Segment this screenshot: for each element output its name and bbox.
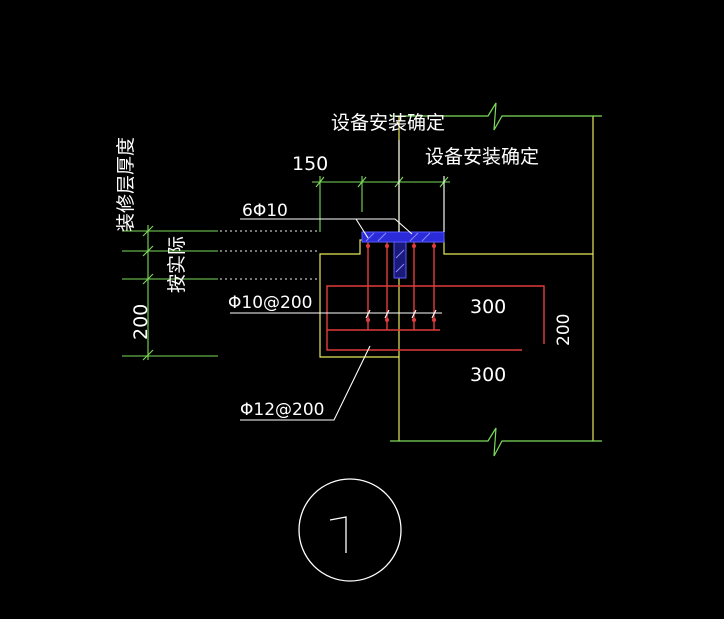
rebar-6phi10-label: 6Φ10 [242,201,288,221]
dim-300-lower-label: 300 [470,364,506,386]
rebar-dot [432,318,436,322]
text-labels: 设备安装确定 设备安装确定 150 6Φ10 Φ10@200 Φ12@200 3… [115,112,574,420]
rebar-dot [385,318,389,322]
leader-6phi10-b [356,218,413,235]
leader-phi10-tick [384,309,390,319]
dotted-extension-lines [220,230,318,280]
dim-200-right-label: 200 [554,314,574,346]
embed-hatch [365,232,375,242]
embed-hatch [395,249,405,259]
top-break-line [390,102,602,131]
embed-plate-top [361,231,445,243]
dim-150-label: 150 [292,153,328,175]
embedded-steel-plate [361,231,445,279]
rebar-phi10-200-label: Φ10@200 [228,293,312,313]
leader-phi10-tick [365,309,371,319]
detail-number-glyph [329,516,347,553]
embed-hatch [377,232,387,242]
break-lines [390,102,602,457]
left-dim-tick-4 [142,349,154,361]
label-equipment-install-top: 设备安装确定 [331,112,445,134]
rebar-u-outer [326,285,545,351]
rebar-dots [366,244,436,322]
rebar-dot [412,318,416,322]
label-per-actual: 按实际 [166,236,188,293]
rebar-dot [432,244,436,248]
embed-web [393,241,407,279]
rebar [326,242,545,351]
detail-number: 1 [350,529,351,531]
leader-phi10-tick [411,309,417,319]
rebar-dot [385,244,389,248]
rebar-dot [412,244,416,248]
label-equipment-install-right: 设备安装确定 [425,146,539,168]
label-finish-thickness: 装修层厚度 [115,137,137,232]
detail-circle [298,478,402,582]
dim-300-upper-label: 300 [470,296,506,318]
leader-phi12-200 [240,345,371,421]
rebar-dot [366,244,370,248]
leader-lines [230,140,445,421]
embed-hatch [395,263,405,273]
dim-200-left-label: 200 [130,304,152,340]
leader-phi10-tick [431,309,437,319]
pit-outline [319,239,593,358]
leader-6phi10 [240,218,369,239]
embed-hatch [421,232,431,242]
bottom-break-line [390,427,602,457]
rebar-phi12-200-label: Φ12@200 [240,400,324,420]
embed-hatch [409,232,419,242]
rebar-dot [366,318,370,322]
detail-marker: 1 [298,478,402,582]
